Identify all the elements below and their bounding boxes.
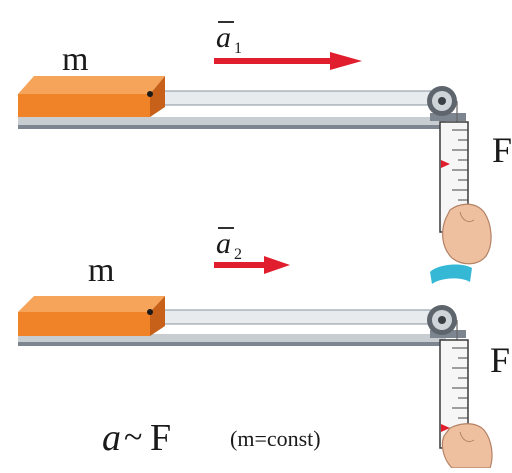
top-hand (430, 203, 492, 284)
bottom-setup: m a 2 (18, 227, 510, 469)
top-pulley (427, 86, 457, 116)
relation-lhs: a (102, 417, 121, 459)
bottom-pulley (427, 305, 457, 335)
top-accel-symbol: a (216, 21, 231, 54)
top-acceleration-arrow (214, 52, 362, 70)
bottom-accel-symbol: a (216, 227, 231, 260)
bottom-accel-subscript: 2 (234, 246, 242, 263)
top-acceleration-label: a 1 (216, 21, 242, 57)
top-track (18, 113, 466, 129)
relation-caption: a ~ F (m=const) (102, 417, 321, 459)
relation-rhs: F (150, 417, 171, 459)
top-mass-label: m (62, 41, 88, 78)
bottom-block (18, 296, 165, 336)
bottom-acceleration-label: a 2 (216, 227, 242, 263)
top-setup: m a 1 (18, 21, 512, 284)
bottom-string (149, 309, 443, 325)
bottom-scale-pointer (441, 424, 450, 432)
top-force-label: F (492, 130, 512, 170)
bottom-acceleration-arrow (214, 256, 290, 274)
top-scale-pointer (441, 160, 450, 168)
bottom-hand (441, 423, 493, 469)
top-block (18, 76, 165, 117)
top-string (149, 90, 443, 106)
relation-condition: (m=const) (230, 426, 321, 451)
relation-operator: ~ (124, 419, 142, 456)
bottom-force-label: F (490, 340, 510, 380)
bottom-track (18, 330, 466, 346)
bottom-mass-label: m (88, 252, 114, 289)
top-accel-subscript: 1 (234, 40, 242, 57)
